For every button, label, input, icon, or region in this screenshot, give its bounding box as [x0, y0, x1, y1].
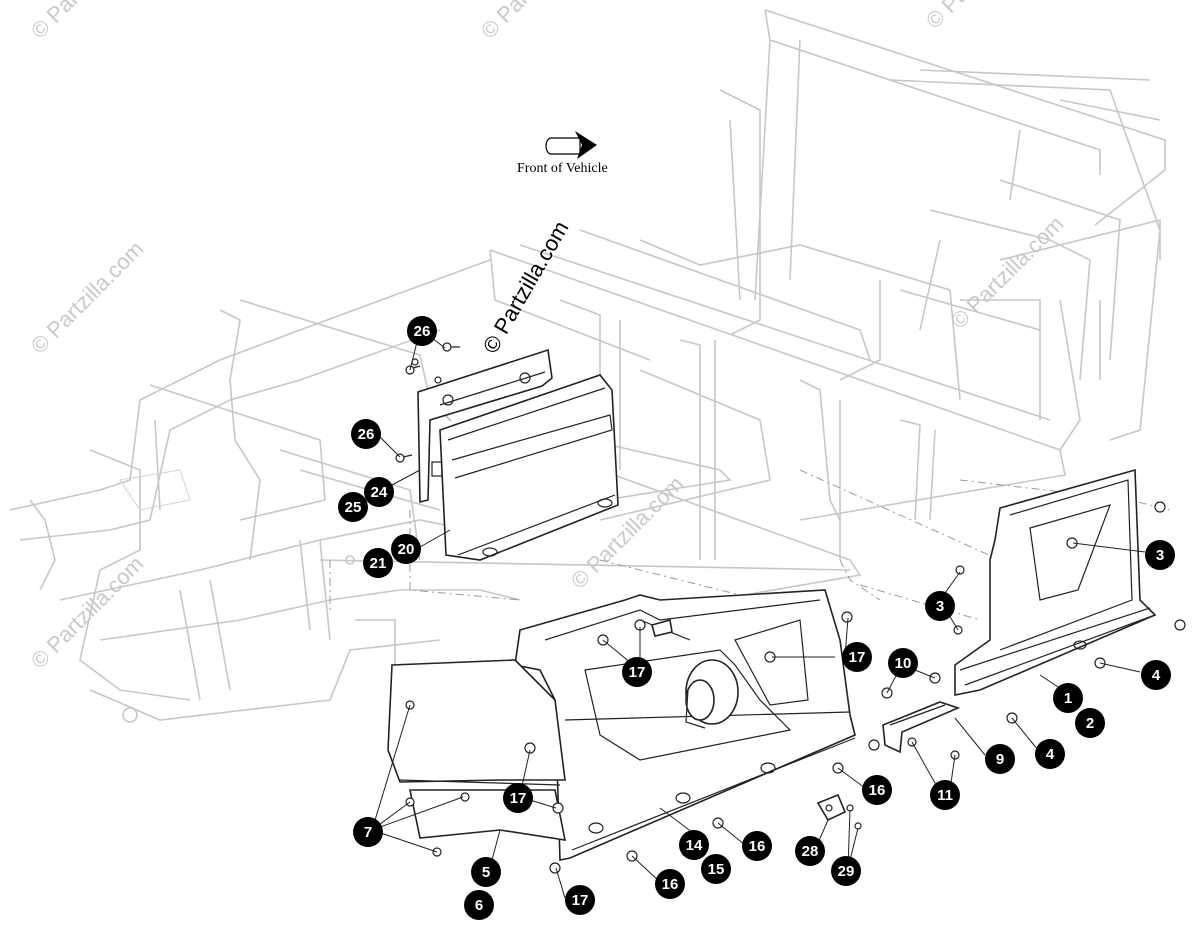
svg-text:4: 4	[1046, 746, 1055, 763]
callout-29: 29	[831, 856, 861, 886]
svg-text:6: 6	[475, 897, 483, 914]
svg-text:17: 17	[510, 790, 527, 807]
screw-icon	[434, 376, 442, 384]
svg-text:17: 17	[629, 664, 646, 681]
screw-icon	[524, 742, 536, 754]
front-of-vehicle-label: Front of Vehicle	[517, 161, 608, 176]
callouts: 26 26 24 25 20 21 3 3 4 1 2 4 9 10 11 17…	[338, 316, 1175, 920]
watermark-top-right: © Partzilla.com	[921, 0, 1044, 34]
screw-icon	[955, 565, 965, 575]
callout-4: 4	[1035, 739, 1065, 769]
callout-26: 26	[351, 419, 381, 449]
svg-text:2: 2	[1086, 715, 1094, 732]
watermark-main: © Partzilla.com	[478, 217, 574, 358]
callout-4: 4	[1141, 660, 1171, 690]
callout-1: 1	[1053, 683, 1083, 713]
lower-skid-panel-5	[387, 659, 566, 786]
callout-11: 11	[930, 780, 960, 810]
callout-6: 6	[464, 890, 494, 920]
screw-icon	[460, 792, 470, 802]
front-of-vehicle-indicator: Front of Vehicle	[517, 131, 608, 176]
callout-17: 17	[503, 783, 533, 813]
watermark-left: © Partzilla.com	[26, 236, 149, 359]
callout-2: 2	[1075, 708, 1105, 738]
svg-text:29: 29	[838, 863, 855, 880]
callout-3: 3	[925, 591, 955, 621]
screw-icon	[552, 802, 564, 814]
watermark-top-middle: © Partzilla.com	[476, 0, 599, 44]
svg-text:15: 15	[708, 861, 725, 878]
panel-port	[685, 659, 739, 729]
right-side-panel	[954, 468, 1157, 696]
watermark-lower-left: © Partzilla.com	[26, 551, 149, 674]
svg-text:9: 9	[996, 751, 1004, 768]
svg-text:10: 10	[895, 655, 912, 672]
svg-text:16: 16	[869, 782, 886, 799]
callout-15: 15	[701, 854, 731, 884]
svg-text:21: 21	[370, 555, 387, 572]
watermark-top-left: © Partzilla.com	[26, 0, 149, 44]
svg-text:11: 11	[937, 787, 953, 804]
svg-text:14: 14	[686, 837, 703, 854]
callout-21: 21	[363, 548, 393, 578]
svg-text:4: 4	[1152, 667, 1161, 684]
callout-17: 17	[842, 642, 872, 672]
callout-26: 26	[407, 316, 437, 346]
svg-text:28: 28	[802, 843, 819, 860]
callout-17: 17	[565, 885, 595, 915]
callout-3: 3	[1145, 540, 1175, 570]
screw-icon	[395, 453, 413, 463]
svg-text:24: 24	[371, 484, 388, 501]
svg-text:26: 26	[414, 323, 431, 340]
screw-icon	[841, 611, 853, 623]
direction-arrow-icon	[545, 131, 597, 159]
main-left-panel	[514, 589, 856, 861]
svg-text:7: 7	[364, 824, 372, 841]
svg-text:25: 25	[345, 499, 362, 516]
callout-9: 9	[985, 744, 1015, 774]
svg-text:3: 3	[936, 598, 944, 615]
screw-icon	[1154, 501, 1166, 513]
svg-text:17: 17	[849, 649, 866, 666]
screw-icon	[442, 342, 460, 352]
clip-part	[816, 793, 847, 822]
rear-panel	[439, 374, 619, 561]
screw-icon	[549, 862, 561, 874]
callout-16: 16	[862, 775, 892, 805]
callout-20: 20	[391, 534, 421, 564]
callout-14: 14	[679, 830, 709, 860]
callout-7: 7	[353, 817, 383, 847]
screw-icon	[868, 739, 880, 751]
callout-10: 10	[888, 648, 918, 678]
screw-icon	[1174, 619, 1186, 631]
callout-16: 16	[742, 831, 772, 861]
callout-16: 16	[655, 869, 685, 899]
screw-icon	[405, 365, 421, 375]
lower-skid-panel-6	[409, 789, 567, 841]
svg-text:26: 26	[358, 426, 375, 443]
svg-text:5: 5	[482, 864, 490, 881]
svg-text:20: 20	[398, 541, 415, 558]
svg-text:1: 1	[1064, 690, 1072, 707]
svg-text:16: 16	[749, 838, 766, 855]
callout-25: 25	[338, 492, 368, 522]
svg-text:17: 17	[572, 892, 589, 909]
callout-24: 24	[364, 477, 394, 507]
callout-17: 17	[622, 657, 652, 687]
small-bracket	[882, 701, 961, 754]
panel-bracket	[417, 348, 553, 504]
callout-28: 28	[795, 836, 825, 866]
callout-5: 5	[471, 857, 501, 887]
vehicle-frame	[9, 9, 1166, 723]
svg-text:16: 16	[662, 876, 679, 893]
svg-text:3: 3	[1156, 547, 1164, 564]
